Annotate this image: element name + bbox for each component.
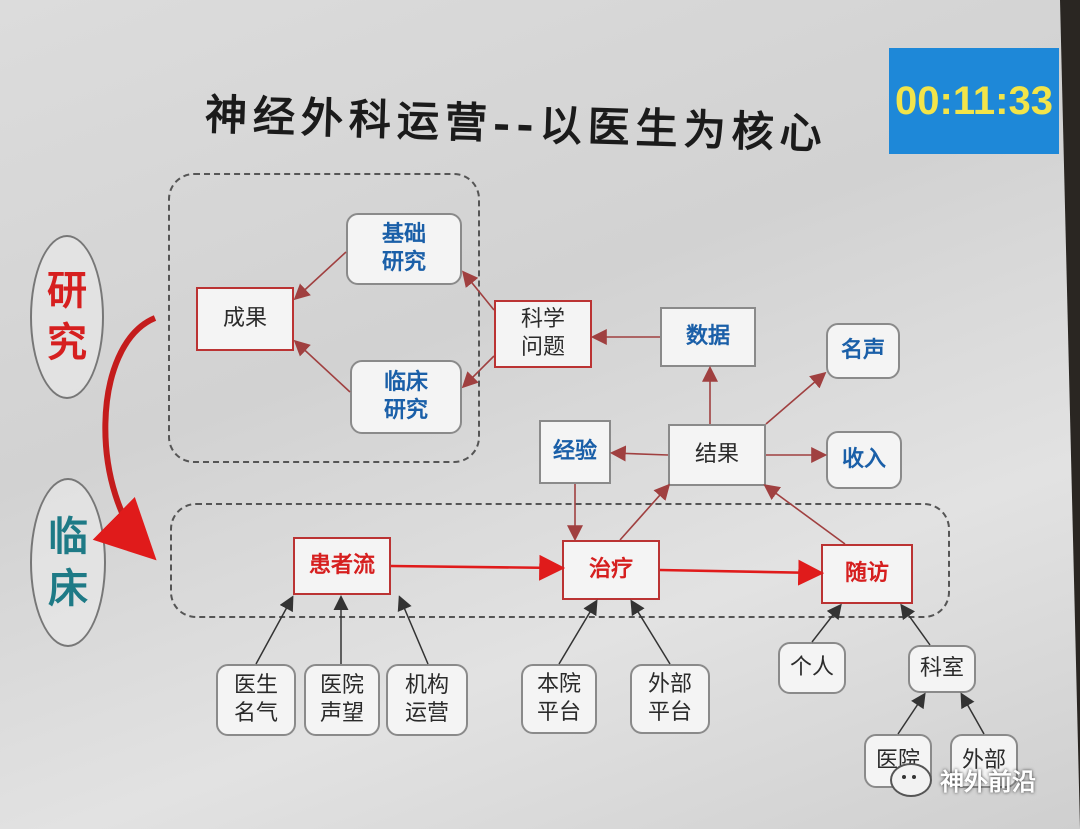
node-org-ops: 机构 运营 <box>386 664 468 736</box>
arrow-individual-to-followup <box>811 603 842 643</box>
arrow-followup-to-result <box>763 484 846 545</box>
wechat-icon <box>890 762 932 797</box>
research-oval: 研 究 <box>30 235 104 399</box>
node-clinical-research: 临床 研究 <box>350 360 462 434</box>
arrow-external-to-department <box>960 692 985 735</box>
arrow-result-to-reputation <box>765 371 827 425</box>
node-doctor-fame: 医生 名气 <box>216 664 296 736</box>
arrow-treatment-to-result <box>619 483 671 541</box>
node-result-outcome: 成果 <box>196 287 294 351</box>
arrow-hospital-to-department <box>897 692 926 735</box>
research-group <box>168 173 480 463</box>
node-reputation: 名声 <box>826 323 900 379</box>
node-experience: 经验 <box>539 420 611 484</box>
arrow-ops-to-patient <box>397 595 429 665</box>
arrow-fame-to-patient <box>255 595 294 665</box>
arrow-external-to-treatment <box>630 599 671 665</box>
watermark-text: 神外前沿 <box>940 768 1036 796</box>
node-basic-research: 基础 研究 <box>346 213 462 285</box>
node-outcome: 结果 <box>668 424 766 486</box>
node-individual: 个人 <box>778 642 846 694</box>
watermark: 神外前沿 <box>890 762 1036 797</box>
node-income: 收入 <box>826 431 902 489</box>
arrow-basic-to-outcome <box>293 251 347 301</box>
arrow-department-to-followup <box>900 603 931 646</box>
arrow-treatment-to-followup <box>659 559 825 586</box>
node-external: 外部 <box>950 734 1018 788</box>
arrow-clinical-to-outcome <box>293 339 351 393</box>
arrow-question-to-clinical <box>461 355 495 389</box>
node-department: 科室 <box>908 645 976 693</box>
node-external-platform: 外部 平台 <box>630 664 710 734</box>
timer-display: 00:11:33 <box>889 48 1059 154</box>
arrow-research-to-clinical <box>92 315 157 561</box>
clinical-group <box>170 503 950 618</box>
arrow-result-to-experience <box>609 445 669 462</box>
node-internal-platform: 本院 平台 <box>521 664 597 734</box>
node-sci-question: 科学 问题 <box>494 300 592 368</box>
node-patient-flow: 患者流 <box>293 537 391 595</box>
arrow-internal-to-treatment <box>558 599 598 665</box>
arrow-patient-to-treatment <box>390 554 566 581</box>
node-hospital-rep: 医院 声望 <box>304 664 380 736</box>
node-data: 数据 <box>660 307 756 367</box>
arrow-question-to-basic <box>461 270 495 311</box>
